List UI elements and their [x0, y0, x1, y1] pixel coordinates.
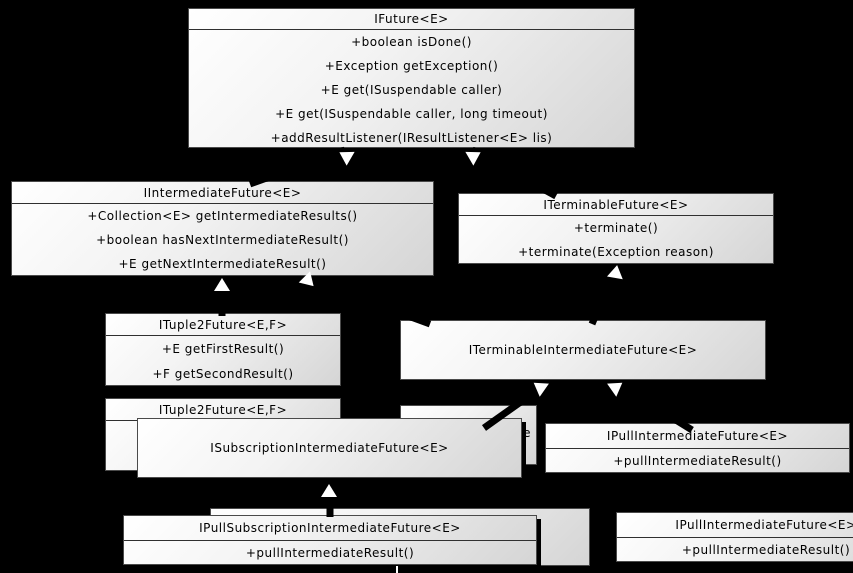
method-label: +pullIntermediateResult(): [245, 546, 415, 560]
class-title: IPullIntermediateFuture<E>: [546, 424, 849, 449]
method-label: +F getSecondResult(): [152, 366, 294, 381]
class-title: IPullIntermediateFuture<E>: [617, 513, 853, 538]
method-label: +E get(ISuspendable caller, long timeout…: [275, 107, 548, 121]
inheritance-arrowhead-icon: [214, 278, 230, 291]
method-label: +Collection<E> getIntermediateResults(): [87, 209, 358, 223]
class-box-ipullsubscriptionintermediatefuture[interactable]: IPullSubscriptionIntermediateFuture<E> +…: [123, 515, 537, 565]
method-label: +terminate(): [573, 221, 659, 235]
class-title: ITerminableFuture<E>: [459, 194, 773, 216]
method-label: +pullIntermediateResult(): [681, 543, 851, 557]
class-title: ITerminableIntermediateFuture<E>: [468, 343, 698, 357]
method-label: +addResultListener(IResultListener<E> li…: [270, 131, 553, 145]
connector-iintermediate-to-ifuture: [248, 146, 347, 188]
class-box-iterminablefuture[interactable]: ITerminableFuture<E> +terminate() +termi…: [458, 193, 774, 264]
method-label: +boolean isDone(): [351, 35, 472, 49]
method-label: +boolean hasNextIntermediateResult(): [96, 233, 349, 247]
method-label: +E getFirstResult(): [161, 341, 285, 356]
connector-iterminable-to-ifuture: [470, 146, 558, 200]
method-label: +terminate(Exception reason): [518, 245, 714, 259]
method-label: +E getNextIntermediateResult(): [118, 257, 327, 271]
class-title: ISubscriptionIntermediateFuture<E>: [210, 441, 449, 455]
inheritance-arrowhead-icon: [606, 263, 626, 280]
class-box-ituple2future-upper[interactable]: ITuple2Future<E,F> +E getFirstResult() +…: [105, 313, 341, 386]
class-box-ipullintermediatefuture-bottom[interactable]: IPullIntermediateFuture<E> +pullIntermed…: [616, 512, 853, 562]
class-box-ifuture[interactable]: IFuture<E> +boolean isDone() +Exception …: [188, 8, 635, 148]
hidden-box-label-fragment: le: [519, 426, 531, 440]
class-box-ipullintermediatefuture-mid[interactable]: IPullIntermediateFuture<E> +pullIntermed…: [545, 423, 850, 473]
method-label: +E get(ISuspendable caller): [320, 83, 503, 97]
class-title: IFuture<E>: [189, 9, 634, 30]
class-title: ITuple2Future<E,F>: [106, 314, 340, 336]
class-box-isubscriptionintermediatefuture[interactable]: ISubscriptionIntermediateFuture<E>: [137, 418, 522, 478]
class-title: IIntermediateFuture<E>: [12, 182, 433, 204]
inheritance-arrowhead-icon: [321, 484, 337, 497]
class-box-iterminableintermediatefuture[interactable]: ITerminableIntermediateFuture<E>: [400, 320, 766, 380]
class-title: IPullSubscriptionIntermediateFuture<E>: [124, 516, 536, 541]
method-label: +Exception getException(): [324, 59, 499, 73]
method-label: +pullIntermediateResult(): [613, 454, 782, 468]
class-box-iintermediatefuture[interactable]: IIntermediateFuture<E> +Collection<E> ge…: [11, 181, 434, 276]
